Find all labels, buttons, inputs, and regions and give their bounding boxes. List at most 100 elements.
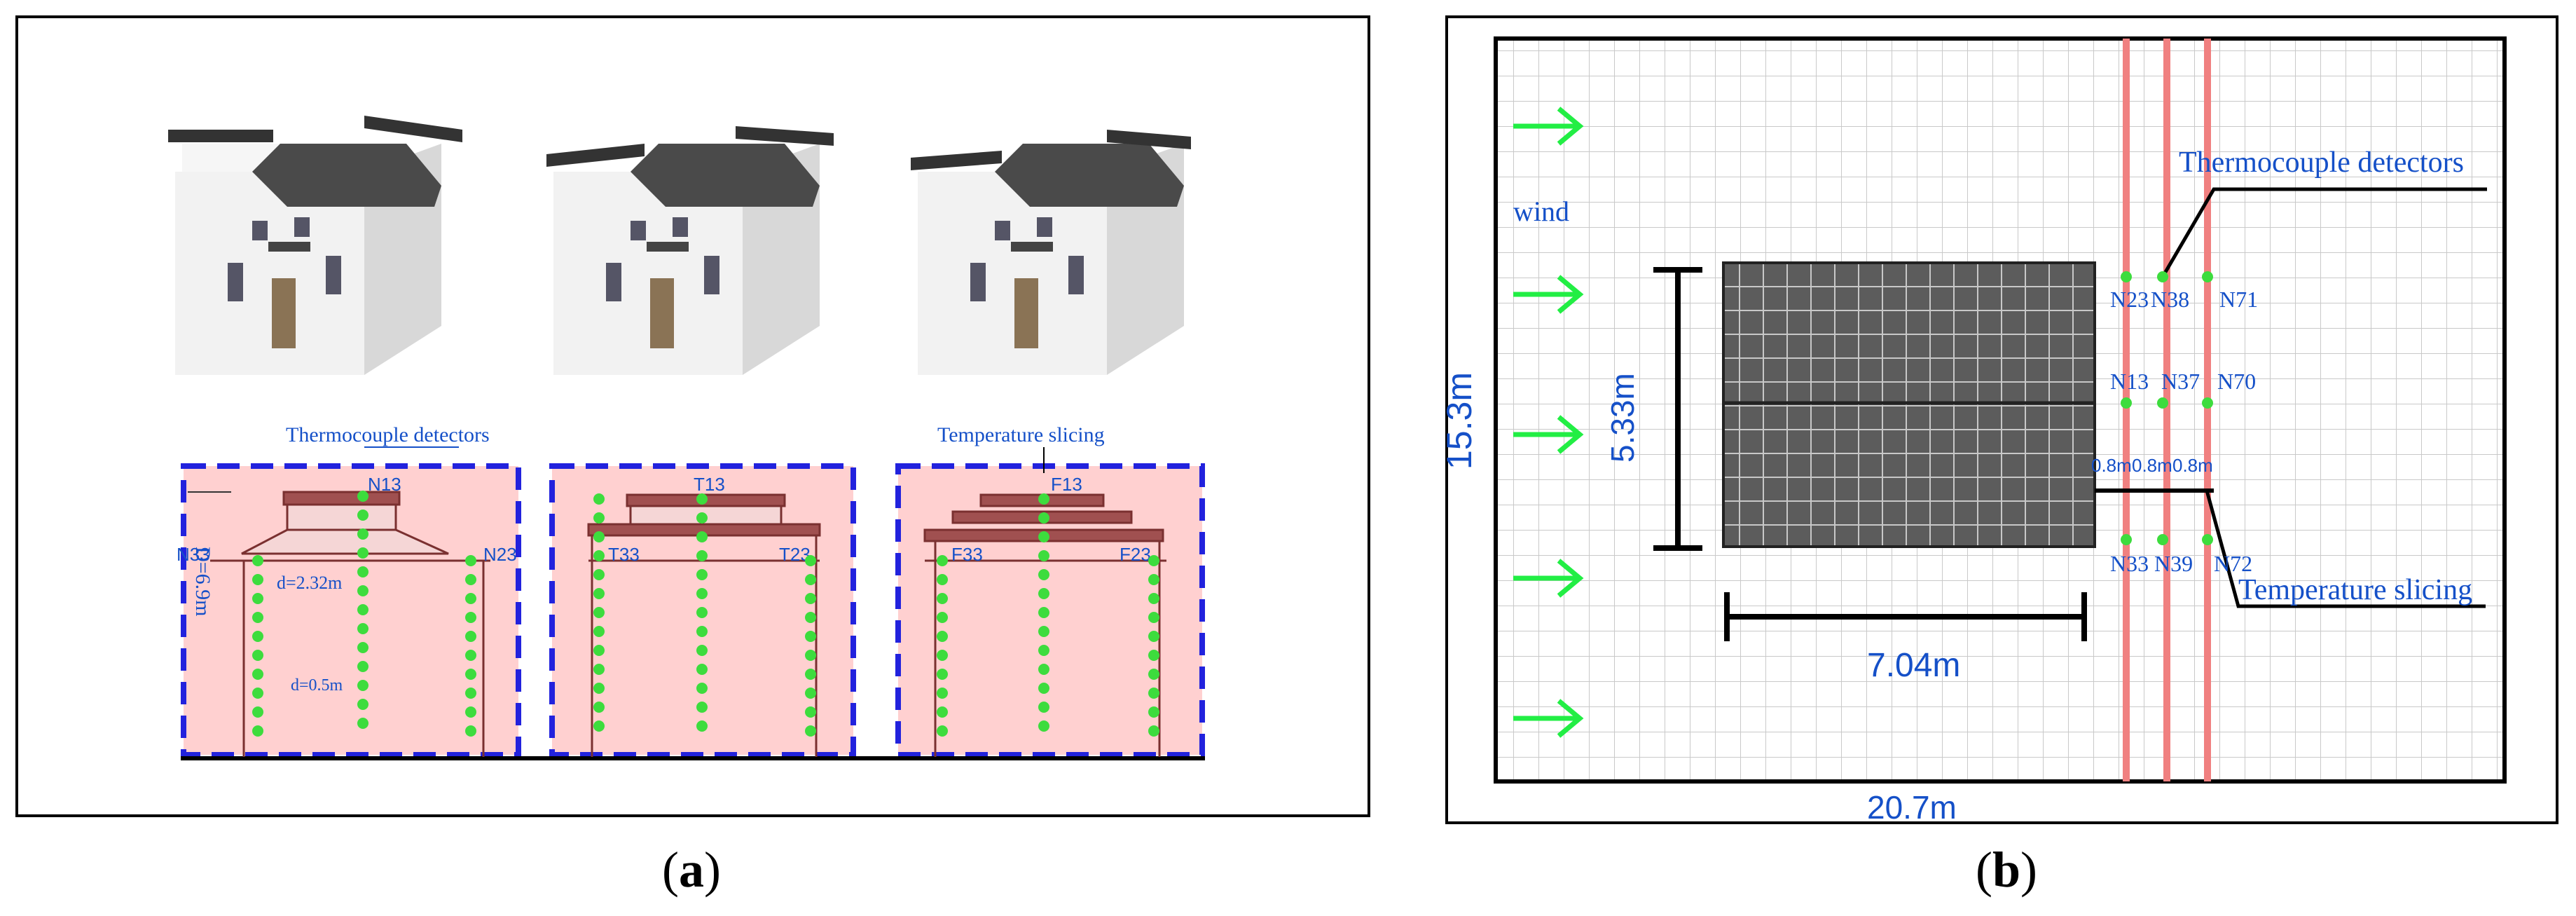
detector-dot bbox=[465, 706, 476, 718]
detector-dot bbox=[1038, 626, 1049, 637]
detector-dot bbox=[696, 607, 708, 618]
detector-dot bbox=[1148, 612, 1159, 623]
detector-dot bbox=[1038, 720, 1049, 732]
e1-left-label: N33 bbox=[177, 544, 210, 565]
detector-dot bbox=[593, 683, 605, 694]
detector-dot bbox=[465, 555, 476, 566]
caption-a: (a) bbox=[662, 842, 721, 898]
detector-dot bbox=[465, 574, 476, 585]
detector-dot bbox=[252, 631, 263, 642]
caption-b: (b) bbox=[1976, 842, 2038, 898]
detector-dot bbox=[1148, 725, 1159, 737]
detector-dot bbox=[1038, 531, 1049, 542]
e3-right-label: F23 bbox=[1120, 544, 1151, 565]
detector-dot bbox=[696, 645, 708, 656]
detector-dot bbox=[357, 510, 369, 521]
detector-dot bbox=[696, 720, 708, 732]
detector-dot bbox=[696, 588, 708, 599]
detector-dot bbox=[1148, 631, 1159, 642]
detector-dot bbox=[593, 702, 605, 713]
wind-arrow-icon bbox=[1513, 559, 1584, 598]
label-n13: N13 bbox=[2110, 369, 2149, 394]
detector-dot bbox=[2157, 534, 2168, 545]
detector-dot bbox=[2121, 271, 2132, 282]
detector-dot bbox=[465, 612, 476, 623]
detector-dot bbox=[593, 550, 605, 561]
house-render-2 bbox=[546, 126, 834, 375]
detector-dot bbox=[465, 725, 476, 737]
detector-dot bbox=[2202, 534, 2213, 545]
detector-dot bbox=[252, 612, 263, 623]
detector-dot bbox=[696, 702, 708, 713]
label-n70: N70 bbox=[2217, 369, 2256, 394]
detector-dot bbox=[937, 612, 948, 623]
detector-dot bbox=[1038, 493, 1049, 505]
e2-top-label: T13 bbox=[694, 474, 725, 495]
detector-dot bbox=[2121, 534, 2132, 545]
detector-dot bbox=[593, 607, 605, 618]
wind-arrows bbox=[1513, 107, 1584, 738]
detector-dot bbox=[696, 569, 708, 580]
label-n71: N71 bbox=[2219, 287, 2258, 312]
detector-dot bbox=[805, 593, 816, 604]
detector-dot bbox=[805, 650, 816, 661]
slice-lines bbox=[2123, 39, 2211, 781]
detector-dot bbox=[1148, 669, 1159, 680]
detector-dot bbox=[357, 528, 369, 540]
depth-dimension bbox=[1653, 267, 1702, 551]
wind-arrow-icon bbox=[1513, 107, 1584, 146]
detector-dot bbox=[937, 725, 948, 737]
detector-dot bbox=[465, 593, 476, 604]
e2-left-label: T33 bbox=[608, 544, 640, 565]
detector-dot bbox=[357, 699, 369, 710]
e1-vertical-dim: d=0.5m bbox=[291, 676, 343, 695]
building-depth-label: 5.33m bbox=[1604, 373, 1641, 463]
detector-dot bbox=[805, 574, 816, 585]
panel-a: Thermocouple detectors N13 N33 N23 d=2.3… bbox=[15, 15, 1370, 817]
detector-dot bbox=[1038, 550, 1049, 561]
wind-arrow-icon bbox=[1513, 415, 1584, 454]
detector-dot bbox=[1038, 683, 1049, 694]
e1-right-label: N23 bbox=[483, 544, 517, 565]
detector-dot bbox=[1038, 588, 1049, 599]
detector-dot bbox=[252, 725, 263, 737]
detector-dot bbox=[696, 550, 708, 561]
callout-thermocouple-a: Thermocouple detectors bbox=[286, 423, 490, 446]
domain-width-label: 20.7m bbox=[1867, 789, 1957, 826]
detector-dot bbox=[252, 555, 263, 566]
detector-dot bbox=[252, 593, 263, 604]
detector-dot bbox=[805, 706, 816, 718]
detector-dot bbox=[1038, 664, 1049, 675]
detector-dot bbox=[696, 531, 708, 542]
detector-dot bbox=[937, 574, 948, 585]
building-width-label: 7.04m bbox=[1867, 647, 1960, 684]
detector-dot bbox=[593, 664, 605, 675]
label-n72: N72 bbox=[2214, 551, 2252, 576]
detector-dot bbox=[805, 631, 816, 642]
wind-label: wind bbox=[1513, 196, 1569, 227]
detector-dot bbox=[465, 631, 476, 642]
detector-dot bbox=[357, 642, 369, 653]
e3-top-label: F13 bbox=[1051, 474, 1082, 495]
detector-dot bbox=[2157, 271, 2168, 282]
detector-dot bbox=[2202, 397, 2213, 409]
label-n23: N23 bbox=[2110, 287, 2149, 312]
detector-dot bbox=[593, 720, 605, 732]
detector-dot bbox=[593, 626, 605, 637]
width-dimension bbox=[1724, 592, 2087, 641]
detector-dot bbox=[593, 569, 605, 580]
label-n33: N33 bbox=[2110, 551, 2149, 576]
wind-arrow-icon bbox=[1513, 699, 1584, 738]
detector-dot bbox=[357, 566, 369, 577]
detector-dot bbox=[593, 493, 605, 505]
detector-dot bbox=[1038, 569, 1049, 580]
elevation-1-outline bbox=[210, 491, 490, 757]
detector-dot bbox=[1038, 702, 1049, 713]
detector-dot bbox=[696, 626, 708, 637]
detector-dot bbox=[252, 650, 263, 661]
detector-dot bbox=[252, 688, 263, 699]
detector-dot bbox=[1148, 688, 1159, 699]
detector-dot bbox=[1038, 645, 1049, 656]
spacing-label-2: 0.8m bbox=[2132, 455, 2172, 476]
